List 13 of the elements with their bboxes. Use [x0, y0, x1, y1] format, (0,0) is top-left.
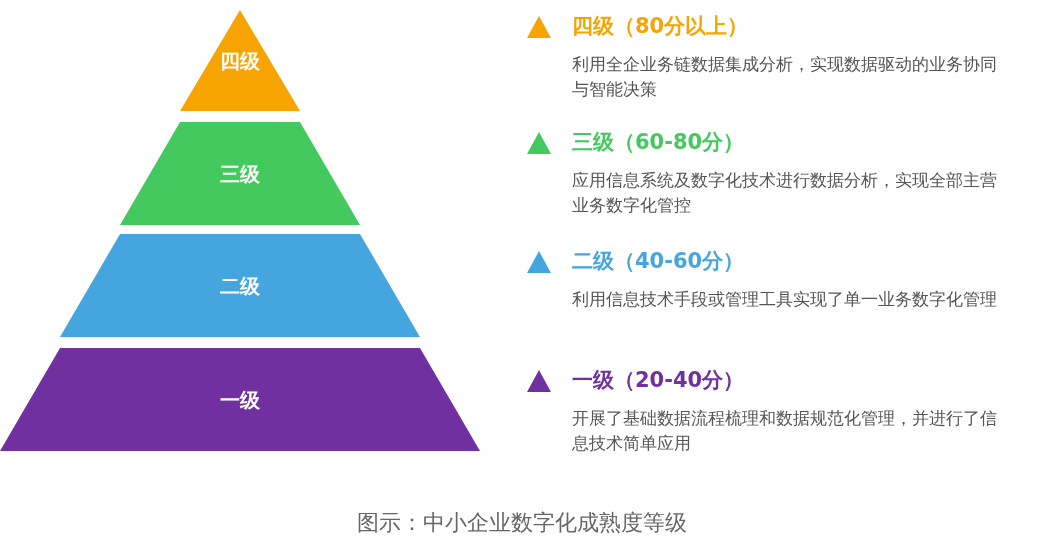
level-heading: 二级（40-60分） — [572, 248, 745, 275]
level-heading: 一级（20-40分） — [572, 367, 745, 394]
tier-label: 四级 — [219, 47, 261, 75]
tier-label: 一级 — [219, 386, 261, 414]
level-heading: 四级（80分以上） — [572, 13, 749, 40]
level-description: 开展了基础数据流程梳理和数据规范化管理，并进行了信息技术简单应用 — [572, 408, 997, 455]
level-heading: 三级（60-80分） — [572, 129, 745, 156]
level-description: 利用全企业务链数据集成分析，实现数据驱动的业务协同与智能决策 — [572, 54, 997, 101]
caption: 图示：中小企业数字化成熟度等级 — [356, 509, 688, 537]
tier-label: 三级 — [219, 160, 261, 188]
level-description: 利用信息技术手段或管理工具实现了单一业务数字化管理 — [572, 289, 997, 311]
tier-label: 二级 — [219, 272, 261, 300]
level-description: 应用信息系统及数字化技术进行数据分析，实现全部主营业务数字化管控 — [572, 170, 997, 217]
